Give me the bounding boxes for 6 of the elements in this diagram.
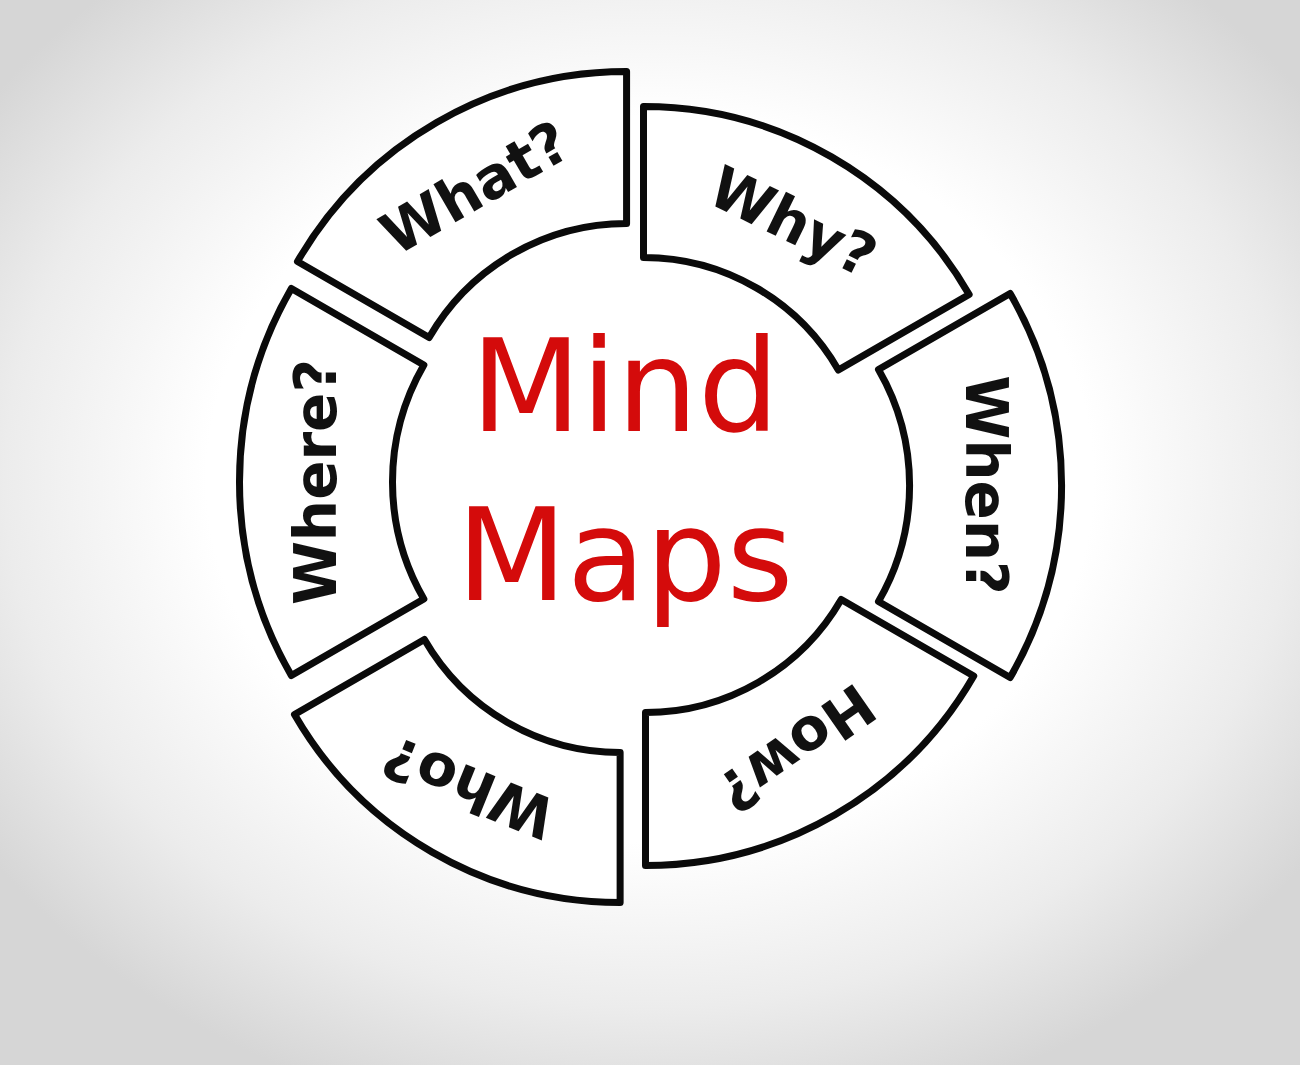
ring-segment (874, 288, 1067, 682)
segment-label: Where? (286, 358, 345, 606)
title: Mind Maps (456, 311, 794, 632)
ring-segment (234, 284, 428, 680)
ring-segment (289, 634, 625, 907)
segment-label: When? (957, 375, 1015, 595)
